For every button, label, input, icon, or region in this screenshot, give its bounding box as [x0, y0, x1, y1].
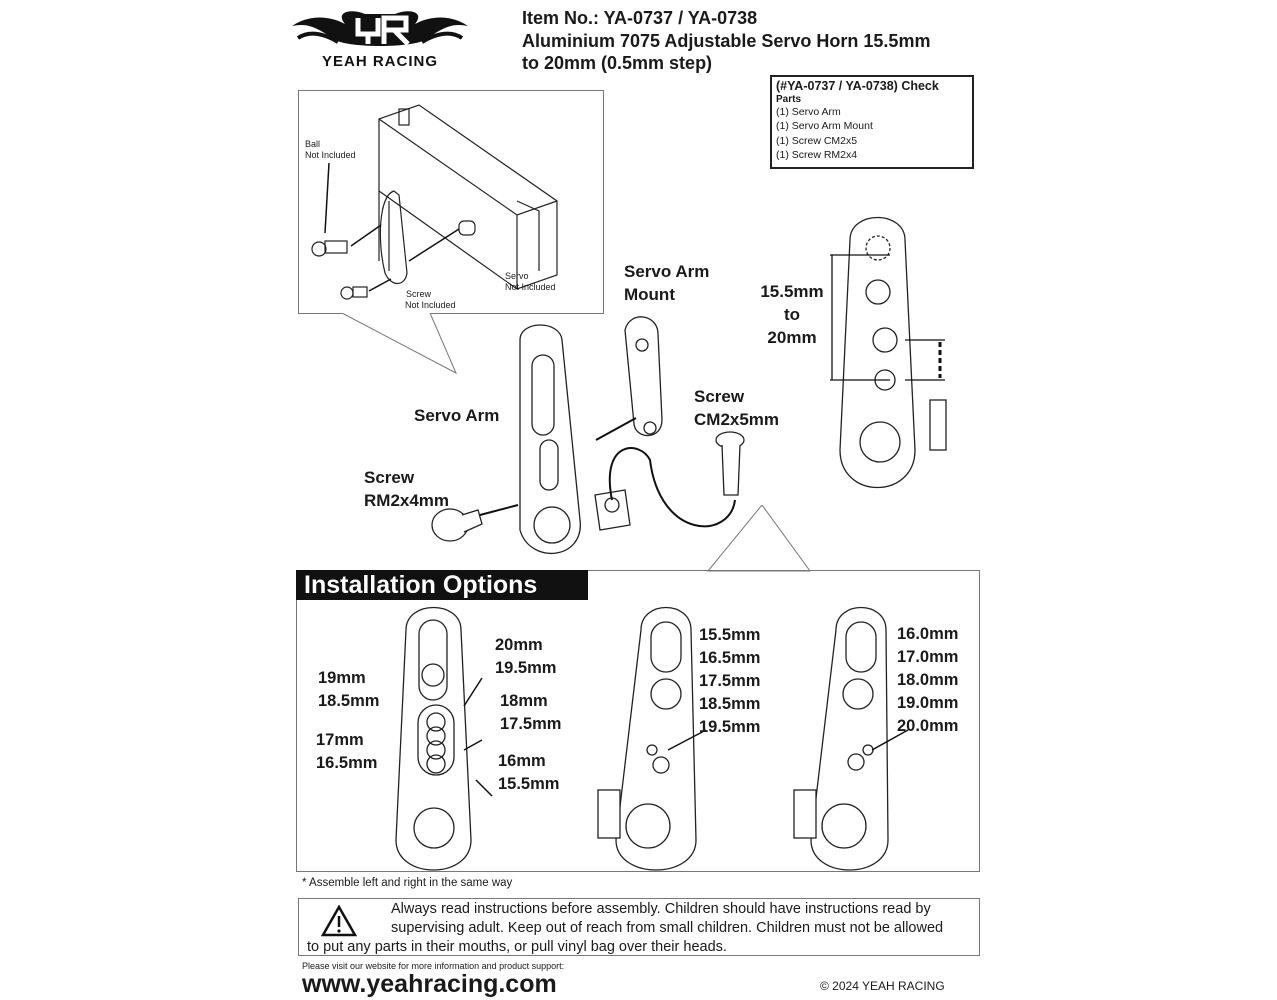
part-item: (1) Servo Arm Mount	[776, 120, 873, 132]
dimension-diagram	[830, 217, 947, 489]
exploded-parts-diagram	[431, 316, 745, 554]
website-link[interactable]: www.yeahracing.com	[302, 970, 557, 998]
product-title-line1: Aluminium 7075 Adjustable Servo Horn 15.…	[522, 31, 931, 51]
check-parts-heading: (#YA-0737 / YA-0738) Check	[776, 79, 939, 93]
servo-inset-diagram	[298, 90, 604, 314]
yeah-racing-logo: YEAH RACING	[290, 4, 470, 70]
warning-icon	[321, 905, 357, 937]
visit-website-text: Please visit our website for more inform…	[302, 961, 565, 971]
copyright: © 2024 YEAH RACING	[820, 979, 945, 993]
callout-pointer	[341, 313, 458, 375]
callout-pointer-2	[706, 505, 811, 572]
warning-line1: Always read instructions before assembly…	[391, 901, 931, 917]
warning-box: Always read instructions before assembly…	[298, 898, 980, 956]
installation-diagrams	[395, 607, 909, 871]
check-parts-subheading: Parts	[776, 93, 802, 105]
warning-line2: supervising adult. Keep out of reach fro…	[391, 920, 944, 936]
product-title-line2: to 20mm (0.5mm step)	[522, 53, 713, 73]
installation-options-panel	[296, 570, 980, 872]
installation-options-heading: Installation Options	[296, 570, 588, 600]
logo-text: YEAH RACING	[322, 53, 438, 70]
check-parts-box: (#YA-0737 / YA-0738) Check Parts (1) Ser…	[770, 75, 974, 169]
part-item: (1) Screw CM2x5	[776, 134, 858, 147]
item-number: Item No.: YA-0737 / YA-0738	[522, 8, 758, 28]
warning-line3: to put any parts in their mouths, or pul…	[307, 939, 727, 955]
part-item: (1) Screw RM2x4	[776, 149, 858, 161]
footnote: * Assemble left and right in the same wa…	[302, 877, 513, 889]
servo-arm-label: Servo Arm	[414, 406, 500, 425]
part-item: (1) Servo Arm	[776, 105, 841, 118]
servo-illustration	[311, 104, 558, 300]
